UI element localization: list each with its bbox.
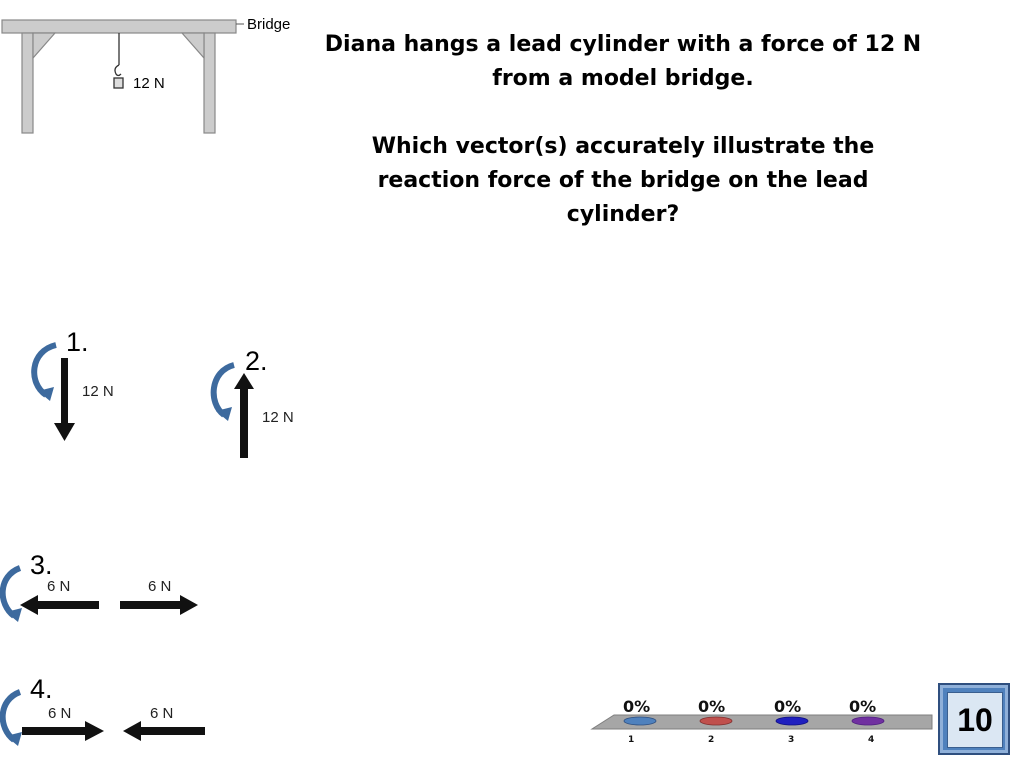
option-2-graphic <box>210 362 254 458</box>
bar-3-percent: 0% <box>774 697 802 716</box>
question-text: Diana hangs a lead cylinder with a force… <box>318 28 928 266</box>
option-4-graphic <box>0 689 205 746</box>
option-1-number: 1. <box>66 327 89 357</box>
right-arrow-icon <box>22 721 104 741</box>
option-2[interactable]: 2. 12 N <box>208 343 318 463</box>
option-3-force-label-left: 6 N <box>47 578 71 595</box>
up-arrow-icon <box>234 373 254 458</box>
bar-1-percent: 0% <box>623 697 651 716</box>
curved-arrow-icon <box>0 689 22 743</box>
category-1-label: 1 <box>628 735 635 745</box>
bridge-label: Bridge <box>247 16 290 33</box>
bridge-structure <box>1 19 237 134</box>
option-3-graphic <box>0 565 198 622</box>
hook-icon <box>113 33 124 89</box>
category-3-label: 3 <box>788 735 795 745</box>
curved-arrow-head <box>6 608 22 622</box>
curved-arrow-head <box>38 387 54 401</box>
option-4-force-label-right: 6 N <box>150 705 174 722</box>
option-3-number: 3. <box>30 550 53 580</box>
down-arrow-icon <box>54 358 75 441</box>
bar-2-disc <box>699 716 733 726</box>
left-arrow-icon <box>20 595 99 615</box>
category-4-label: 4 <box>868 735 875 745</box>
option-4-force-label-left: 6 N <box>48 705 72 722</box>
bar-3-disc <box>775 716 809 726</box>
curved-arrow-icon <box>0 565 22 619</box>
option-3[interactable]: 3. 6 N 6 N <box>0 548 210 628</box>
response-chart: 0% 0% 0% 0% 1 2 3 4 <box>590 695 935 755</box>
left-arrow-icon <box>123 721 205 741</box>
chart-base <box>590 714 933 730</box>
bar-2-percent: 0% <box>698 697 726 716</box>
option-1-force-label: 12 N <box>82 383 114 400</box>
option-4-number: 4. <box>30 674 53 704</box>
option-2-number: 2. <box>245 346 268 376</box>
category-2-label: 2 <box>708 735 715 745</box>
option-2-force-label: 12 N <box>262 409 294 426</box>
option-1-graphic <box>31 342 75 441</box>
question-line-1: Diana hangs a lead cylinder with a force… <box>324 32 922 91</box>
question-line-2: Which vector(s) accurately illustrate th… <box>371 134 875 227</box>
bridge-diagram: Bridge 12 N <box>1 16 290 134</box>
bar-4-percent: 0% <box>849 697 877 716</box>
curved-arrow-head <box>6 732 22 746</box>
option-3-force-label-right: 6 N <box>148 578 172 595</box>
countdown-timer: 10 <box>938 683 1010 755</box>
right-arrow-icon <box>120 595 198 615</box>
weight-label: 12 N <box>133 75 165 92</box>
countdown-value: 10 <box>947 692 1003 748</box>
curved-arrow-head <box>216 407 232 421</box>
bar-1-disc <box>623 716 657 726</box>
bar-4-disc <box>851 716 885 726</box>
option-4[interactable]: 4. 6 N 6 N <box>0 672 220 752</box>
option-1[interactable]: 1. 12 N <box>30 325 140 445</box>
